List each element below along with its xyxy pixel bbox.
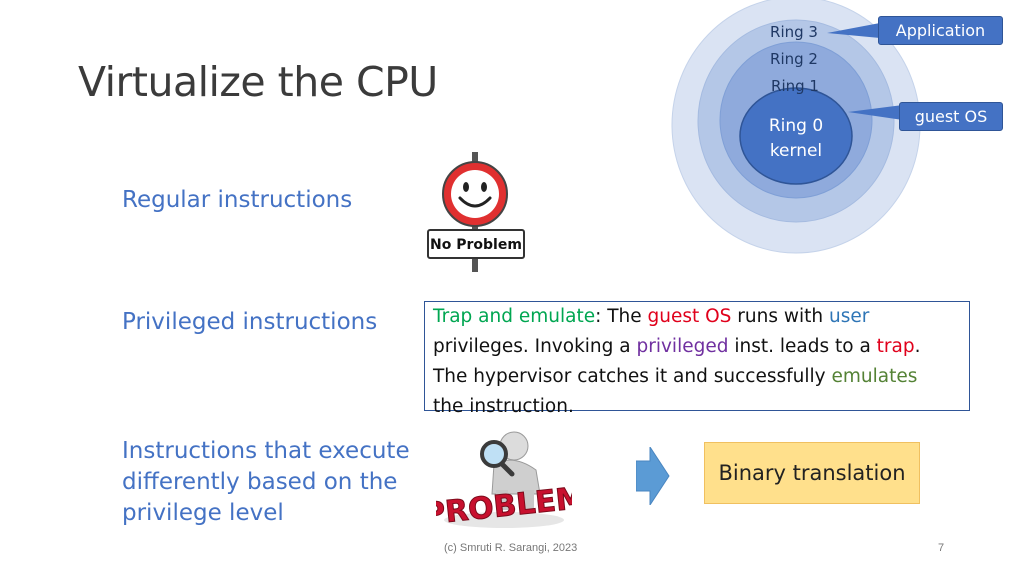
user-term: user [829,306,870,327]
ring-1-label: Ring 1 [771,77,819,95]
regular-instructions-label: Regular instructions [122,187,353,213]
trap-text: privileges. Invoking a [433,336,637,357]
no-problem-text: No Problem [430,237,522,253]
sensitive-line-3: privilege level [122,500,284,526]
trap-text: The hypervisor catches it and successful… [433,366,832,387]
ring-diagram [671,0,921,254]
binary-translation-box: Binary translation [704,442,920,504]
trap-line-3: The hypervisor catches it and successful… [433,362,961,392]
page-number: 7 [938,542,945,554]
guest-os-callout-pointer [848,105,903,120]
guest-os-term: guest OS [647,306,732,327]
trap-line-4: the instruction. [433,396,574,417]
application-callout: Application [878,16,1003,45]
trap-and-emulate-term: Trap and emulate [433,306,596,327]
trap-term: trap [876,336,915,357]
trap-text: : The [595,306,648,327]
application-callout-pointer [827,23,880,38]
ring-0-ellipse [739,87,853,185]
ring-0-label: Ring 0 kernel [746,114,846,164]
trap-text: . [914,336,921,357]
trap-text: runs with [731,306,830,327]
trap-text: inst. leads to a [728,336,877,357]
sensitive-line-1: Instructions that execute [122,438,410,464]
ring-3-label: Ring 3 [770,23,818,41]
slide-title: Virtualize the CPU [78,58,438,106]
trap-line-1: Trap and emulate: The guest OS runs with… [433,302,961,332]
ring-2-label: Ring 2 [770,50,818,68]
footer-credit: (c) Smruti R. Sarangi, 2023 [444,542,578,554]
trap-line-2: privileges. Invoking a privileged inst. … [433,332,961,362]
guest-os-callout: guest OS [899,102,1003,131]
privileged-term: privileged [636,336,729,357]
sensitive-instructions-label: Instructions that execute differently ba… [122,436,410,529]
privileged-instructions-label: Privileged instructions [122,309,378,335]
kernel-text: kernel [769,141,823,161]
problem-figure-icon: PROBLEM [436,431,572,530]
ring-0-text: Ring 0 [768,116,824,136]
emulates-term: emulates [831,366,918,387]
right-arrow-icon [636,447,670,505]
no-problem-sign-icon: No Problem [427,152,525,272]
sensitive-line-2: differently based on the [122,469,398,495]
trap-and-emulate-box: Trap and emulate: The guest OS runs with… [424,301,970,417]
